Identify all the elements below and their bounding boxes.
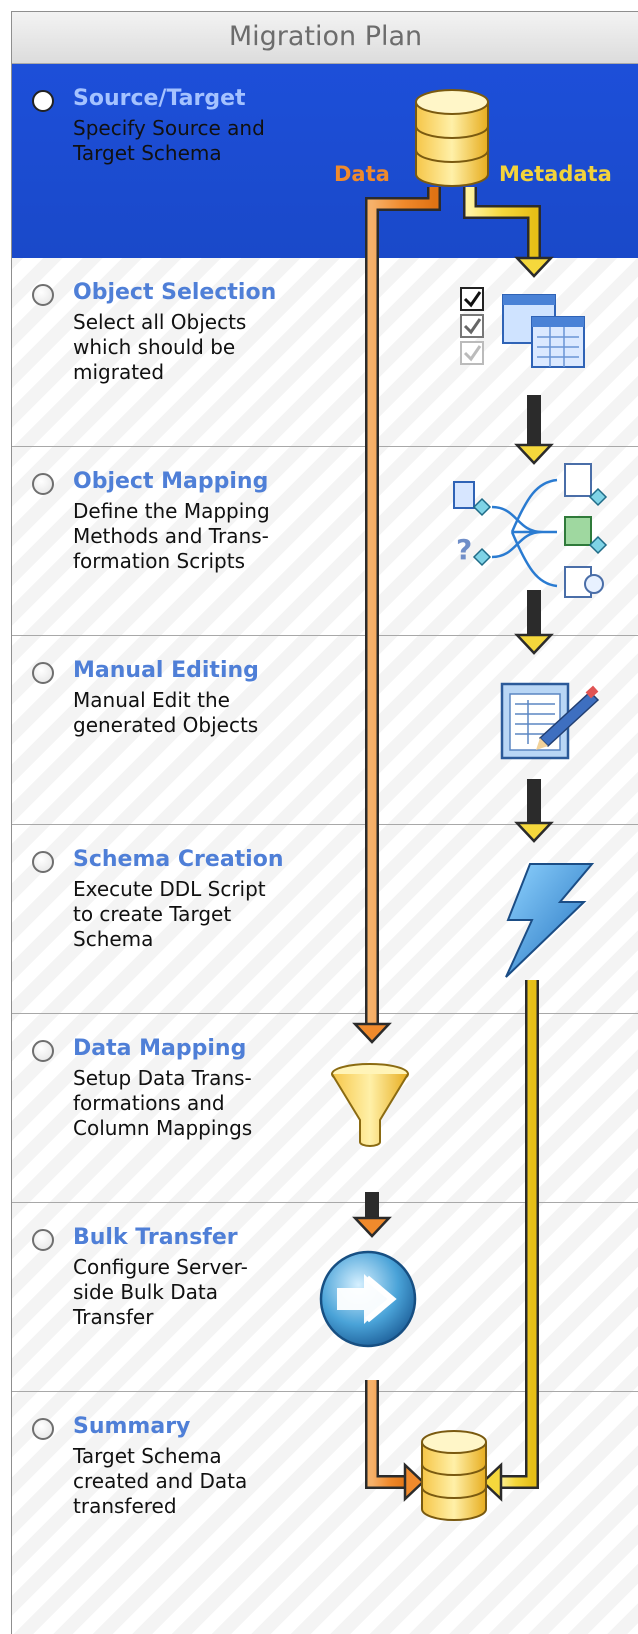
step-desc-bulk-transfer: Configure Server- side Bulk Data Transfe…: [73, 1255, 248, 1329]
step-desc-schema-creation: Execute DDL Script to create Target Sche…: [73, 877, 266, 951]
panel-title: Migration Plan: [228, 21, 423, 52]
step-summary[interactable]: Summary Target Schema created and Data t…: [12, 1392, 638, 1634]
forward-arrows-icon: [319, 1250, 417, 1348]
radio-object-mapping[interactable]: [32, 473, 54, 495]
step-object-mapping[interactable]: Object Mapping Define the Mapping Method…: [12, 447, 638, 636]
radio-data-mapping[interactable]: [32, 1040, 54, 1062]
step-manual-editing[interactable]: Manual Editing Manual Edit the generated…: [12, 636, 638, 825]
step-desc-source-target: Specify Source and Target Schema: [73, 116, 265, 165]
radio-source-target[interactable]: [32, 90, 54, 112]
step-desc-object-mapping: Define the Mapping Methods and Trans- fo…: [73, 499, 270, 573]
svg-text:?: ?: [456, 533, 472, 566]
flow-diagram: ?: [319, 89, 608, 1521]
radio-manual-editing[interactable]: [32, 662, 54, 684]
step-title-data-mapping: Data Mapping: [73, 1036, 247, 1061]
panel-header: Migration Plan: [12, 12, 638, 64]
step-desc-manual-editing: Manual Edit the generated Objects: [73, 688, 259, 737]
radio-object-selection[interactable]: [32, 284, 54, 306]
radio-schema-creation[interactable]: [32, 851, 54, 873]
step-desc-data-mapping: Setup Data Trans- formations and Column …: [73, 1066, 253, 1140]
data-flow-arrow: [352, 187, 441, 1502]
step-object-selection[interactable]: Object Selection Select all Objects whic…: [12, 258, 638, 447]
step-desc-summary: Target Schema created and Data transfere…: [73, 1444, 248, 1518]
step-data-mapping[interactable]: Data Mapping Setup Data Trans- formation…: [12, 1014, 638, 1203]
funnel-icon: [331, 1063, 409, 1147]
edit-form-icon: [500, 682, 600, 760]
radio-summary[interactable]: [32, 1418, 54, 1440]
data-flow-label: Data: [334, 162, 390, 186]
lightning-icon: [505, 863, 595, 978]
step-title-bulk-transfer: Bulk Transfer: [73, 1225, 238, 1250]
source-database-icon: [415, 89, 489, 187]
checkbox-table-icon: [460, 287, 585, 368]
step-title-manual-editing: Manual Editing: [73, 658, 259, 683]
mapping-icon: ?: [453, 463, 608, 598]
step-title-object-selection: Object Selection: [73, 280, 277, 305]
step-title-summary: Summary: [73, 1414, 191, 1439]
metadata-flow-label: Metadata: [499, 162, 612, 186]
radio-bulk-transfer[interactable]: [32, 1229, 54, 1251]
step-schema-creation[interactable]: Schema Creation Execute DDL Script to cr…: [12, 825, 638, 1014]
step-title-source-target: Source/Target: [73, 86, 246, 111]
step-bulk-transfer[interactable]: Bulk Transfer Configure Server- side Bul…: [12, 1203, 638, 1392]
metadata-flow-arrow: [463, 187, 554, 1502]
step-title-schema-creation: Schema Creation: [73, 847, 284, 872]
target-database-icon: [421, 1430, 487, 1521]
step-desc-object-selection: Select all Objects which should be migra…: [73, 310, 247, 384]
step-title-object-mapping: Object Mapping: [73, 469, 269, 494]
migration-plan-panel: Migration Plan Source/Target Specify Sou…: [11, 11, 638, 1634]
